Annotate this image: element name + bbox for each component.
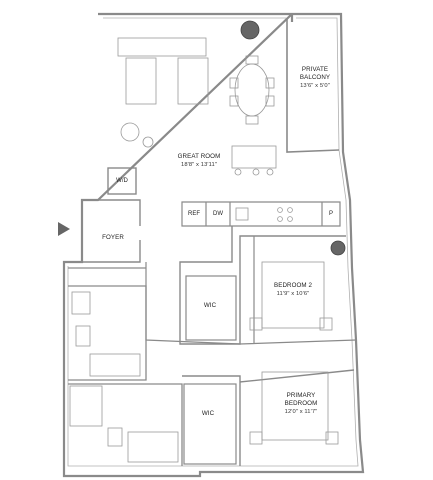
plant: [240, 20, 260, 40]
exterior-wall: [62, 12, 365, 478]
balcony-dims: 13'6" x 5'0": [300, 83, 330, 89]
wic-lower-label: WIC: [196, 410, 220, 418]
wic-upper-name: WIC: [203, 302, 217, 309]
primary-bedroom-label: PRIMARY BEDROOM 12'0" x 11'7": [270, 392, 332, 416]
primary-bedroom-line2: BEDROOM: [284, 400, 318, 407]
bathtub: [89, 353, 141, 377]
foyer-wall: [82, 199, 141, 263]
bedroom2-name: BEDROOM 2: [273, 282, 313, 289]
primary-bedroom-wall: [182, 369, 355, 466]
dishwasher-tag: DW: [213, 211, 223, 217]
foyer-name: FOYER: [102, 234, 124, 241]
exterior-wall-inner: [67, 17, 359, 467]
double-vanity: [127, 431, 179, 463]
wic-lower-name: WIC: [201, 410, 215, 417]
armchair: [120, 122, 140, 142]
primary-bed: [261, 371, 329, 441]
pantry-tag: P: [328, 211, 333, 217]
bedroom2-label: BEDROOM 2 11'9" x 10'6": [264, 282, 322, 298]
shower: [69, 385, 103, 427]
upper-wic: [185, 275, 237, 341]
great-room-dims: 18'8" x 13'11": [181, 162, 217, 168]
entry-arrow-icon: [58, 222, 70, 236]
bathroom-wall: [68, 267, 183, 466]
kitchen-counter: [181, 201, 341, 227]
balcony-name-line2: BALCONY: [299, 74, 331, 81]
balcony-wall: [286, 18, 340, 153]
hall-wall: [145, 262, 357, 345]
bed-2: [261, 261, 325, 329]
balcony-name-line1: PRIVATE: [301, 66, 329, 73]
primary-bedroom-dims: 12'0" x 11'7": [284, 409, 318, 415]
lower-wic: [183, 383, 237, 465]
toilet: [75, 325, 91, 347]
bedroom2-dims: 11'9" x 10'6": [276, 291, 310, 297]
refrigerator-tag: REF: [188, 211, 200, 217]
washer-dryer-closet: [107, 167, 137, 195]
bedroom2-wall: [179, 226, 346, 345]
dining-table: [234, 63, 270, 117]
private-balcony-label: PRIVATE BALCONY 13'6" x 5'0": [290, 66, 340, 90]
vanity: [71, 291, 91, 315]
great-room-name: GREAT ROOM: [177, 153, 221, 160]
sofa: [117, 37, 207, 57]
wic-upper-label: WIC: [198, 302, 222, 310]
foyer-label: FOYER: [96, 234, 130, 242]
primary-bedroom-line1: PRIMARY: [286, 392, 316, 399]
washer-dryer-tag: W/D: [116, 178, 128, 184]
great-room-label: GREAT ROOM 18'8" x 13'11": [168, 153, 230, 169]
kitchen-island: [231, 145, 277, 169]
